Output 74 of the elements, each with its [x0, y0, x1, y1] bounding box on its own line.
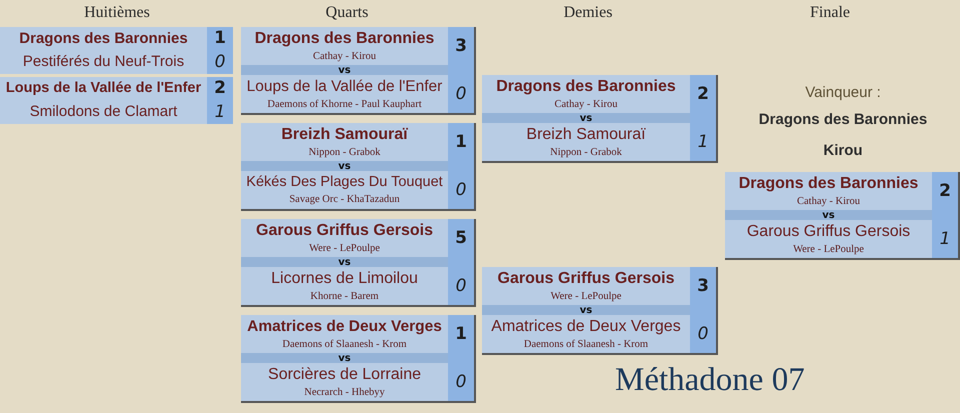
team-details: Savage Orc - KhaTazadun	[289, 194, 400, 206]
score: 3	[697, 278, 709, 294]
score: 1	[214, 104, 226, 121]
score: 0	[698, 326, 708, 342]
team-details: Khorne - Barem	[310, 290, 379, 302]
team-details: Were - LePoulpe	[309, 242, 380, 254]
team-details: Daemons of Slaanesh - Krom	[524, 338, 648, 350]
winner-coach: Kirou	[823, 142, 863, 160]
versus-label: vs	[241, 65, 448, 75]
match-panel	[241, 123, 476, 211]
team-name: Kékés Des Plages Du Touquet	[246, 174, 443, 191]
team-details: Were - LePoulpe	[793, 244, 864, 255]
team-name: Smilodons de Clamart	[30, 104, 178, 120]
team-name: Sorcières de Lorraine	[268, 366, 421, 384]
versus-label: vs	[725, 210, 932, 220]
team-details: Daemons of Khorne - Paul Kauphart	[267, 98, 422, 110]
round-heading: Demies	[564, 4, 612, 22]
round-heading: Quarts	[326, 4, 368, 22]
score: 3	[455, 38, 467, 54]
team-name: Dragons des Baronnies	[19, 30, 188, 47]
team-details: Necrarch - Hhebyy	[304, 386, 385, 398]
match-panel	[241, 219, 476, 307]
score: 2	[939, 182, 951, 200]
team-name: Breizh Samouraï	[281, 126, 408, 144]
score: 0	[214, 54, 226, 71]
team-name: Garous Griffus Gersois	[498, 270, 674, 288]
team-name: Amatrices de Deux Verges	[247, 318, 442, 336]
match-panel	[0, 77, 233, 124]
score: 0	[456, 182, 466, 198]
versus-label: vs	[482, 305, 690, 315]
versus-label: vs	[241, 161, 448, 171]
match-panel	[0, 27, 233, 74]
team-name: Licornes de Limoilou	[271, 270, 418, 288]
score: 1	[455, 326, 467, 342]
score: 2	[214, 80, 226, 98]
versus-label: vs	[482, 113, 690, 123]
round-heading: Huitièmes	[84, 4, 150, 22]
versus-label: vs	[241, 353, 448, 363]
team-name: Dragons des Baronnies	[254, 30, 434, 48]
match-panel	[241, 315, 476, 403]
score: 2	[697, 86, 709, 102]
team-name: Dragons des Baronnies	[738, 175, 918, 193]
match-panel	[482, 75, 718, 163]
team-name: Pestiférés du Neuf-Trois	[22, 54, 184, 70]
score: 0	[456, 374, 466, 390]
team-details: Were - LePoulpe	[550, 290, 622, 302]
score: 1	[940, 230, 950, 248]
team-details: Cathay - Kirou	[554, 98, 618, 110]
team-details: Nippon - Grabok	[308, 146, 380, 158]
team-name: Amatrices de Deux Verges	[491, 318, 681, 336]
winner-team: Dragons des Baronnies	[758, 111, 928, 128]
score: 0	[456, 278, 466, 294]
team-details: Nippon - Grabok	[550, 146, 622, 158]
team-name: Breizh Samouraï	[526, 126, 646, 144]
match-panel	[482, 267, 718, 355]
score: 0	[456, 86, 466, 102]
versus-label: vs	[241, 257, 448, 267]
team-name: Loups de la Vallée de l'Enfer	[6, 80, 202, 97]
score: 5	[455, 230, 467, 246]
team-name: Loups de la Vallée de l'Enfer	[246, 78, 442, 96]
team-details: Daemons of Slaanesh - Krom	[282, 338, 407, 350]
score: 1	[698, 134, 708, 150]
team-name: Dragons des Baronnies	[496, 78, 676, 96]
team-name: Garous Griffus Gersois	[746, 223, 910, 241]
score: 1	[214, 30, 226, 48]
winner-caption: Vainqueur :	[805, 84, 881, 102]
score: 1	[455, 134, 467, 150]
team-name: Garous Griffus Gersois	[256, 222, 433, 240]
team-details: Cathay - Kirou	[797, 196, 860, 207]
match-panel	[725, 172, 960, 260]
match-panel	[241, 27, 476, 115]
round-heading: Finale	[810, 4, 850, 22]
team-details: Cathay - Kirou	[313, 50, 376, 62]
diagram-title: Méthadone 07	[615, 362, 805, 398]
